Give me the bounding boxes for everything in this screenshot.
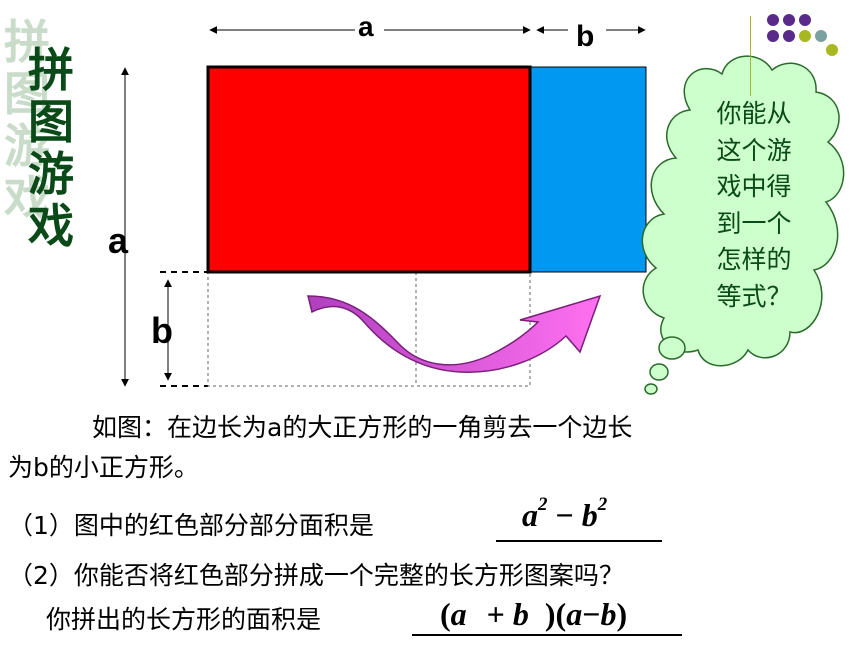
answer-2-paren-open: ( bbox=[440, 596, 451, 632]
cloud-bubble-icon bbox=[641, 55, 845, 395]
answer-1-a-exp: 2 bbox=[538, 494, 548, 516]
title-char: 戏 bbox=[28, 199, 74, 253]
answer-2-plus: + bbox=[486, 596, 505, 632]
answer-2-b: b bbox=[512, 596, 529, 632]
question-2-line-2: 你拼出的长方形的面积是 bbox=[46, 605, 322, 634]
title-char: 游 bbox=[28, 147, 74, 201]
dot bbox=[767, 30, 779, 42]
title-char: 图 bbox=[28, 95, 74, 149]
label-top-b: b bbox=[576, 20, 595, 53]
blue-rectangle bbox=[530, 66, 647, 273]
answer-2-a2: a bbox=[566, 596, 583, 632]
dot bbox=[826, 44, 838, 56]
page-title: 拼 图 游 戏 bbox=[28, 44, 74, 252]
intro-line-1: 如图：在边长为a的大正方形的一角剪去一个边长 bbox=[92, 413, 633, 442]
label-left-b: b bbox=[151, 310, 173, 351]
dot bbox=[783, 30, 795, 42]
question-2: （2）你能否将红色部分拼成一个完整的长方形图案吗？ bbox=[8, 561, 624, 590]
dot bbox=[799, 14, 811, 26]
answer-2-paren-mid: )( bbox=[544, 596, 567, 632]
title-char: 拼 bbox=[28, 43, 74, 97]
dot bbox=[799, 30, 811, 42]
answer-2: (a + b )(a−b) bbox=[440, 596, 627, 633]
curved-arrow-icon bbox=[307, 294, 602, 373]
title-shadow-char: 图 bbox=[4, 67, 50, 121]
decor-line bbox=[750, 16, 751, 96]
answer-1-underline bbox=[496, 540, 662, 542]
label-top-a: a bbox=[358, 11, 374, 42]
answer-1-b-exp: 2 bbox=[597, 494, 608, 516]
answer-2-b2: b bbox=[600, 596, 617, 632]
answer-2-underline bbox=[412, 634, 682, 636]
answer-2-minus: − bbox=[582, 596, 601, 632]
title-shadow-char: 拼 bbox=[4, 15, 50, 69]
red-rectangle bbox=[206, 65, 532, 274]
label-left-a: a bbox=[108, 220, 129, 261]
answer-2-paren-close: ) bbox=[616, 596, 628, 632]
title-shadow: 拼 图 游 戏 bbox=[4, 16, 50, 224]
dot bbox=[815, 30, 827, 42]
dot bbox=[783, 14, 795, 26]
question-1: （1）图中的红色部分部分面积是 bbox=[8, 511, 374, 540]
answer-1-minus: − bbox=[555, 497, 574, 533]
dot bbox=[767, 14, 779, 26]
title-shadow-char: 游 bbox=[4, 119, 50, 173]
answer-1-b: b bbox=[581, 497, 598, 533]
title-shadow-char: 戏 bbox=[4, 171, 50, 225]
answer-1: a2 − b2 bbox=[522, 494, 608, 534]
intro-line-2: 为b的小正方形。 bbox=[8, 453, 199, 482]
answer-1-a: a bbox=[522, 497, 538, 533]
bubble-question: 你能从 这个游 戏中得 到一个 怎样的 等式？ bbox=[716, 99, 792, 311]
answer-2-a: a bbox=[450, 596, 467, 632]
